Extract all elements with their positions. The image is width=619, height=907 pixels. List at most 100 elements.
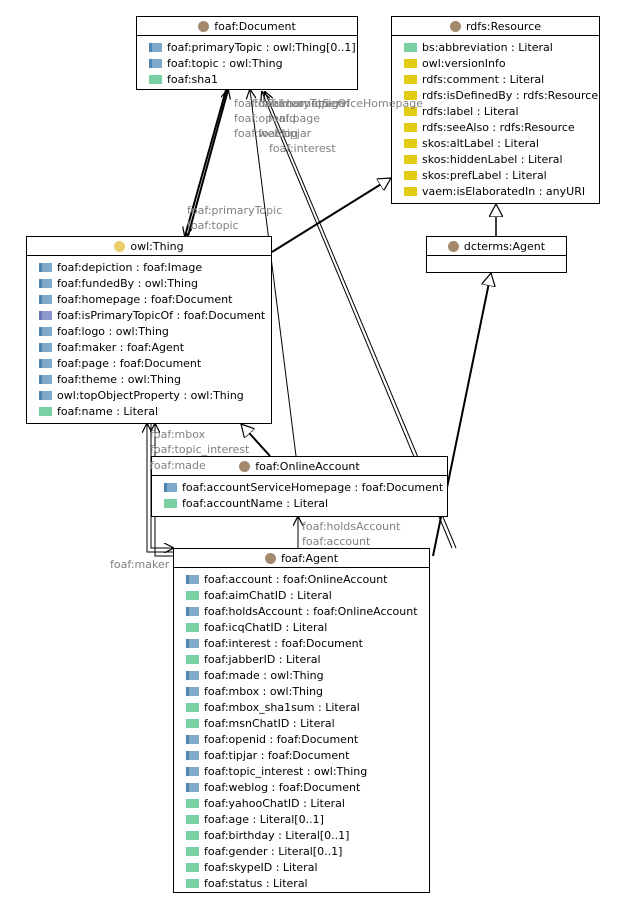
class-document-name: foaf:Document [214,19,296,33]
attribute-row: foaf:aimChatID : Literal [174,587,429,603]
class-resource-name: rdfs:Resource [465,19,542,33]
attribute-label: foaf:made : owl:Thing [204,668,324,682]
data-property-icon [186,590,199,600]
attribute-row: rdfs:seeAlso : rdfs:Resource [392,119,599,135]
attribute-row: vaem:isElaboratedIn : anyURI [392,183,599,199]
attribute-row: foaf:tipjar : foaf:Document [174,747,429,763]
class-online-account-attributes: foaf:accountServiceHomepage : foaf:Docum… [152,476,447,511]
class-agent-attributes: foaf:account : foaf:OnlineAccount foaf:a… [174,568,429,891]
attribute-label: foaf:mbox : owl:Thing [204,684,324,698]
object-property-icon [186,734,199,744]
attribute-label: foaf:icqChatID : Literal [204,620,328,634]
annotation-property-icon [404,122,417,132]
class-thing-header: owl:Thing [27,237,271,256]
edge-label: foaf:account [302,535,371,548]
attribute-row: foaf:age : Literal[0..1] [174,811,429,827]
attribute-row: foaf:icqChatID : Literal [174,619,429,635]
object-property-icon [186,670,199,680]
attribute-row: owl:versionInfo [392,55,599,71]
attribute-row: owl:topObjectProperty : owl:Thing [27,387,271,403]
class-agent[interactable]: foaf:Agent foaf:account : foaf:OnlineAcc… [173,548,430,893]
attribute-row: foaf:primaryTopic : owl:Thing[0..1] [137,39,357,55]
attribute-row: foaf:theme : owl:Thing [27,371,271,387]
attribute-label: foaf:depiction : foaf:Image [57,260,203,274]
attribute-row: foaf:gender : Literal[0..1] [174,843,429,859]
edge-label: foaf:holdsAccount [302,520,401,533]
attribute-row: foaf:status : Literal [174,875,429,891]
object-property-icon [39,358,52,368]
data-property-icon [186,718,199,728]
class-icon [198,20,210,32]
attribute-row: rdfs:isDefinedBy : rdfs:Resource [392,87,599,103]
attribute-row: foaf:name : Literal [27,403,271,419]
attribute-label: foaf:mbox_sha1sum : Literal [204,700,360,714]
edge-label: foaf:primaryTopic [187,204,283,217]
class-icon [239,460,251,472]
attribute-row: foaf:mbox : owl:Thing [174,683,429,699]
class-resource[interactable]: rdfs:Resource bs:abbreviation : Literal … [391,16,600,204]
data-property-icon [39,406,52,416]
object-property-icon [149,42,162,52]
attribute-row: foaf:sha1 [137,71,357,87]
data-property-icon [186,622,199,632]
edge-label: foaf:isPrimaryTopicOf [234,97,351,110]
data-property-icon [186,878,199,888]
attribute-label: foaf:logo : owl:Thing [57,324,169,338]
class-dcterms-agent[interactable]: dcterms:Agent [426,236,567,273]
attribute-label: foaf:age : Literal[0..1] [204,812,324,826]
attribute-row: foaf:homepage : foaf:Document [27,291,271,307]
edge-label: foaf:maker [110,558,170,571]
attribute-label: foaf:interest : foaf:Document [204,636,363,650]
attribute-row: foaf:fundedBy : owl:Thing [27,275,271,291]
data-property-icon [186,798,199,808]
inverse-property-icon [39,310,52,320]
annotation-property-icon [404,58,417,68]
data-property-icon [404,42,417,52]
attribute-label: foaf:tipjar : foaf:Document [204,748,350,762]
edge-label: foaf:homepage [262,97,346,110]
attribute-label: foaf:account : foaf:OnlineAccount [204,572,388,586]
class-document[interactable]: foaf:Document foaf:primaryTopic : owl:Th… [136,16,358,90]
attribute-label: foaf:theme : owl:Thing [57,372,181,386]
attribute-label: foaf:accountName : Literal [182,496,329,510]
attribute-row: foaf:mbox_sha1sum : Literal [174,699,429,715]
class-document-header: foaf:Document [137,17,357,36]
attribute-label: rdfs:label : Literal [422,104,519,118]
attribute-label: foaf:status : Literal [204,876,308,890]
attribute-label: bs:abbreviation : Literal [422,40,553,54]
attribute-label: foaf:accountServiceHomepage : foaf:Docum… [182,480,444,494]
object-property-icon [164,482,177,492]
attribute-row: foaf:page : foaf:Document [27,355,271,371]
attribute-label: foaf:primaryTopic : owl:Thing[0..1] [167,40,356,54]
attribute-label: foaf:name : Literal [57,404,159,418]
class-icon [449,20,461,32]
data-property-icon [186,654,199,664]
object-property-icon [39,294,52,304]
attribute-label: foaf:gender : Literal[0..1] [204,844,343,858]
attribute-row: foaf:accountServiceHomepage : foaf:Docum… [152,479,447,495]
annotation-property-icon [404,186,417,196]
edge-label: foaf:interest [269,142,336,155]
edge-account-service-homepage [250,90,297,457]
attribute-row: foaf:isPrimaryTopicOf : foaf:Document [27,307,271,323]
attribute-label: foaf:weblog : foaf:Document [204,780,361,794]
class-thing-name: owl:Thing [130,239,184,253]
class-thing[interactable]: owl:Thing foaf:depiction : foaf:Image fo… [26,236,272,424]
edge-label: foaf:tipjar [258,127,312,140]
attribute-label: foaf:yahooChatID : Literal [204,796,345,810]
attribute-label: foaf:homepage : foaf:Document [57,292,233,306]
attribute-row: foaf:msnChatID : Literal [174,715,429,731]
edge-label: foaf:accountServiceHomepage [254,97,423,110]
object-property-icon [39,278,52,288]
object-property-icon [149,58,162,68]
class-online-account[interactable]: foaf:OnlineAccount foaf:accountServiceHo… [151,456,448,517]
attribute-row: foaf:yahooChatID : Literal [174,795,429,811]
data-property-icon [149,74,162,84]
attribute-row: foaf:logo : owl:Thing [27,323,271,339]
attribute-row: foaf:holdsAccount : foaf:OnlineAccount [174,603,429,619]
attribute-row: foaf:jabberID : Literal [174,651,429,667]
attribute-row: foaf:topic_interest : owl:Thing [174,763,429,779]
data-property-icon [186,702,199,712]
annotation-property-icon [404,154,417,164]
